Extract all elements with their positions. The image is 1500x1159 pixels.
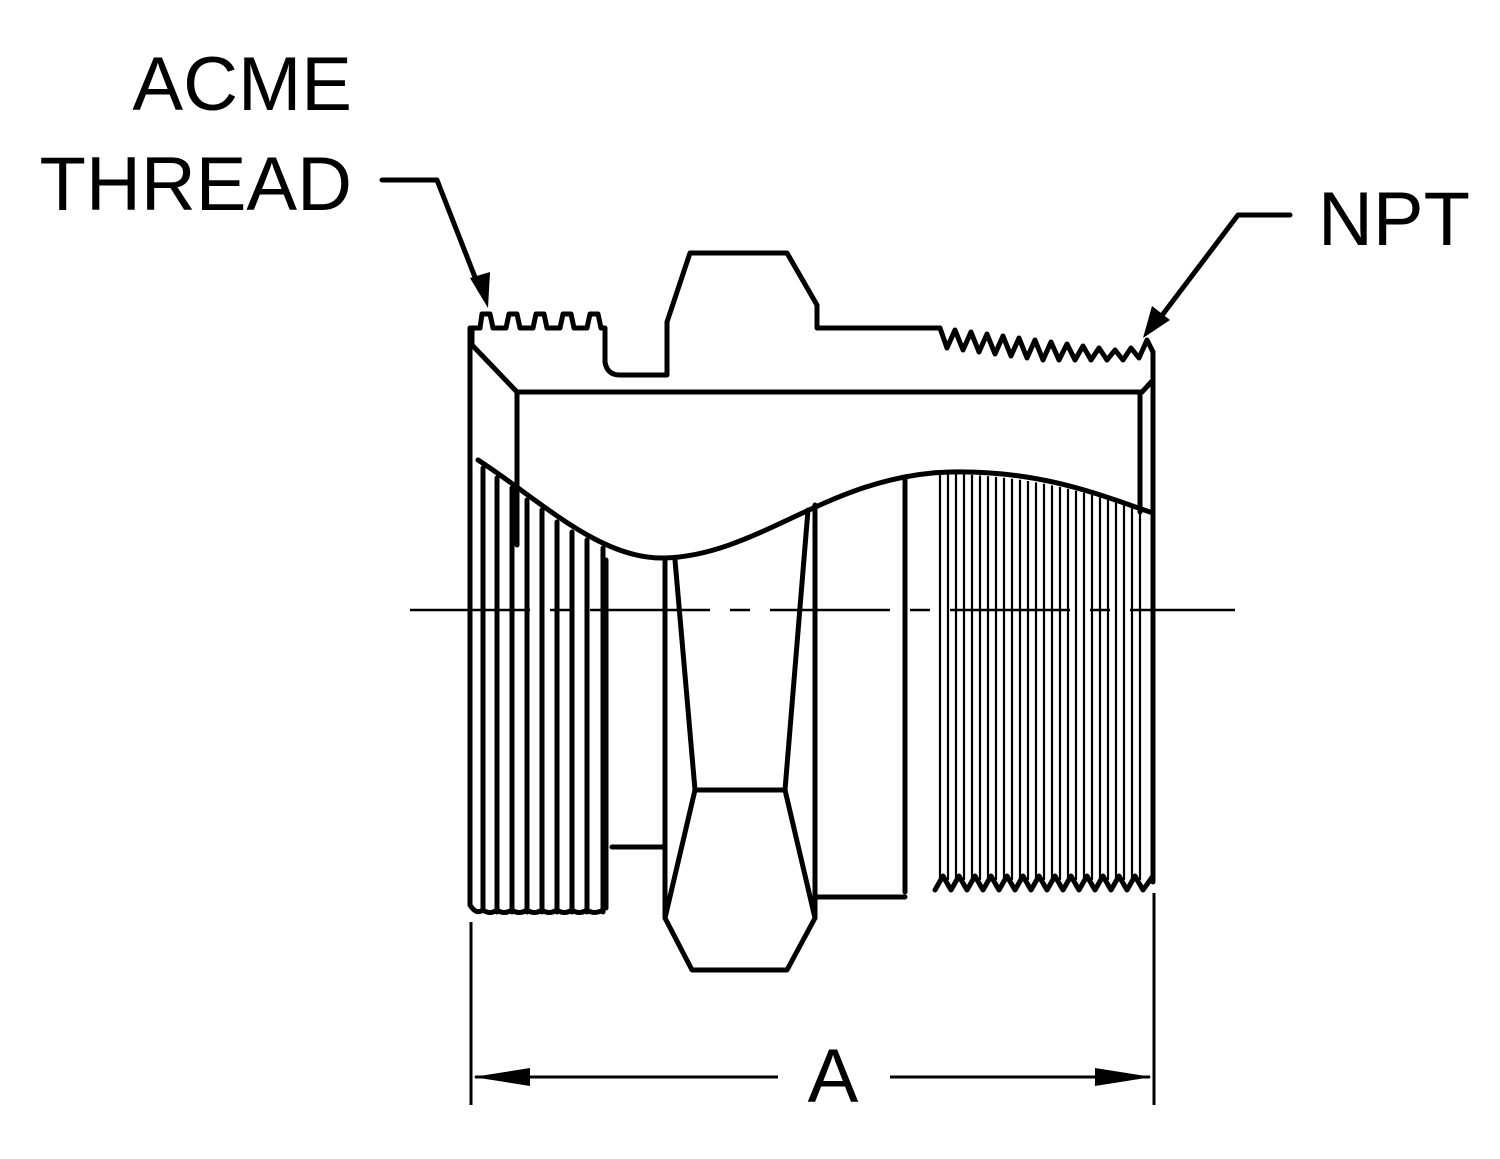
section-wall [469, 250, 1156, 395]
neck [603, 557, 666, 911]
dimension-label: A [808, 1034, 859, 1119]
acme-label-line1: ACME [132, 42, 352, 127]
acme-thread-lower [467, 465, 606, 915]
npt-leader [1143, 212, 1293, 338]
hex-nut [662, 475, 908, 973]
acme-label-line2: THREAD [40, 142, 352, 227]
dimension-a [469, 893, 1156, 1105]
npt-thread-crest [932, 873, 1156, 893]
body-outline [467, 325, 1156, 908]
acme-leader [379, 177, 490, 308]
npt-label: NPT [1318, 177, 1470, 262]
npt-thread-lower [938, 474, 1142, 880]
